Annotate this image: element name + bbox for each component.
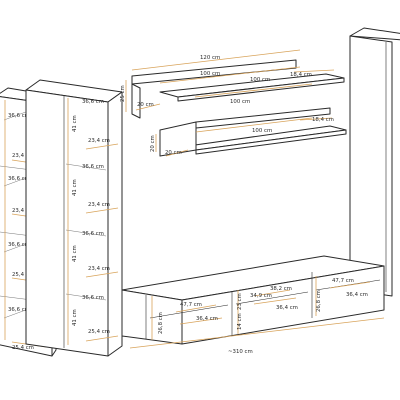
second-inner-2: 41 cm [72, 179, 78, 196]
upper-shelf-side-depth: 20 cm [137, 102, 154, 108]
tv-right-width: 47,7 cm [332, 278, 354, 284]
upper-shelf-width: 120 cm [200, 55, 220, 61]
second-height-2: 36,6 cm [82, 164, 104, 170]
second-inner-1: 41 cm [72, 115, 78, 132]
lower-shelf-height: 20 cm [150, 135, 156, 152]
upper-shelf-board-lower: 100 cm [230, 99, 250, 105]
upper-shelf-board-back: 100 cm [250, 77, 270, 83]
second-inner-4: 41 cm [72, 309, 78, 326]
left-height-3: 36,6 cm [8, 242, 30, 248]
left-depth-3: 25,4 cm [12, 272, 34, 278]
tv-left-depth: 36,4 cm [196, 316, 218, 322]
tv-middle-inner-height: 14 cm [237, 313, 243, 330]
lower-shelf-side-depth: 20 cm [165, 150, 182, 156]
left-height-2: 36,6 cm [8, 176, 30, 182]
lower-shelf-board: 100 cm [252, 128, 272, 134]
tv-total-width: ~310 cm [228, 349, 253, 355]
tv-middle-depth: 36,4 cm [276, 305, 298, 311]
tv-right-depth: 36,4 cm [346, 292, 368, 298]
tv-stand: 47,7 cm 36,4 cm 26,8 cm 38,2 cm 34,9 cm … [121, 255, 385, 355]
tv-left-height: 26,8 cm [158, 312, 164, 334]
left-depth-1: 23,4 cm [12, 153, 34, 159]
tv-middle-height-small: 23 cm [237, 293, 243, 310]
second-depth-1: 23,4 cm [88, 138, 110, 144]
left-depth-2: 23,4 cm [12, 208, 34, 214]
left-height-1: 36,6 cm [8, 113, 30, 119]
second-height-1: 36,6 cm [82, 99, 104, 105]
tv-right-height: 26,8 cm [316, 290, 322, 312]
second-height-4: 36,6 cm [82, 295, 104, 301]
tv-middle-width-a: 34,9 cm [250, 293, 272, 299]
second-depth-2: 23,4 cm [88, 202, 110, 208]
tv-middle-width-b: 38,2 cm [270, 286, 292, 292]
second-depth-4: 25,4 cm [88, 329, 110, 335]
second-cabinet: 36,6 cm 36,6 cm 36,6 cm 36,6 cm 41 cm 41… [25, 79, 123, 357]
tv-left-width: 47,7 cm [180, 302, 202, 308]
upper-shelf-height: 25 cm [120, 85, 126, 102]
lower-shelf: 100 cm 18,4 cm 20 cm 20 cm [150, 107, 347, 157]
lower-shelf-depth: 18,4 cm [312, 117, 334, 123]
upper-shelf: 120 cm 100 cm 100 cm 18,4 cm 100 cm 25 c… [120, 49, 345, 119]
upper-shelf-board-front: 100 cm [200, 71, 220, 77]
right-cabinet [349, 27, 400, 297]
upper-shelf-depth: 18,4 cm [290, 72, 312, 78]
second-height-3: 36,6 cm [82, 231, 104, 237]
left-height-4: 36,6 cm [8, 307, 30, 313]
second-inner-3: 41 cm [72, 245, 78, 262]
left-depth-4: 25,4 cm [12, 345, 34, 351]
second-depth-3: 23,4 cm [88, 266, 110, 272]
